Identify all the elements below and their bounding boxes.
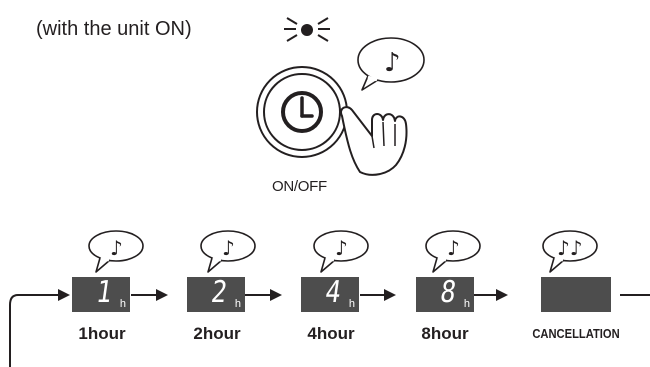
double-music-note-icon: ♪♪ — [542, 230, 598, 273]
svg-text:♪: ♪ — [222, 236, 235, 260]
hour-unit: h — [234, 298, 241, 310]
hour-unit: h — [119, 298, 126, 310]
svg-text:♪: ♪ — [384, 48, 401, 78]
label-8hour: 8hour — [421, 324, 469, 343]
display-digit: 2 — [208, 275, 230, 310]
timer-display-8h: 8 h — [416, 275, 474, 312]
clock-icon — [281, 91, 323, 133]
sequence-arrows — [9, 289, 650, 367]
svg-text:♪: ♪ — [335, 236, 348, 260]
on-off-button[interactable] — [256, 66, 348, 158]
music-note-icon: ♪ — [425, 230, 481, 273]
sequence-bubbles: ♪ ♪ ♪ ♪ ♪♪ — [88, 230, 598, 273]
arrow-icon — [18, 289, 70, 301]
music-note-icon: ♪ — [200, 230, 256, 273]
pointing-hand-icon — [340, 106, 408, 176]
display-digit: 4 — [322, 275, 344, 310]
music-note-icon: ♪ — [357, 37, 425, 91]
timer-display-cancel — [541, 277, 611, 312]
music-note-icon: ♪ — [88, 230, 144, 273]
label-4hour: 4hour — [307, 324, 355, 343]
hour-unit: h — [463, 298, 470, 310]
label-1hour: 1hour — [78, 324, 126, 343]
svg-text:♪: ♪ — [110, 236, 123, 260]
timer-display-1h: 1 h — [72, 275, 130, 312]
display-digit: 1 — [93, 275, 115, 310]
svg-text:♪: ♪ — [447, 236, 460, 260]
music-note-icon: ♪ — [313, 230, 369, 273]
intro-text: (with the unit ON) — [36, 18, 192, 40]
timer-display-2h: 2 h — [187, 275, 245, 312]
arrow-icon — [131, 289, 168, 301]
arrow-icon — [360, 289, 396, 301]
loop-return-line — [9, 294, 19, 367]
arrow-icon — [474, 289, 508, 301]
arrow-icon — [245, 289, 282, 301]
hour-unit: h — [348, 298, 355, 310]
display-digit: 8 — [437, 275, 459, 310]
label-2hour: 2hour — [193, 324, 241, 343]
button-label: ON/OFF — [272, 178, 327, 195]
timer-display-4h: 4 h — [301, 275, 359, 312]
light-indicator-icon — [284, 17, 330, 42]
svg-text:♪♪: ♪♪ — [557, 236, 583, 260]
label-cancellation: CANCELLATION — [532, 326, 620, 341]
